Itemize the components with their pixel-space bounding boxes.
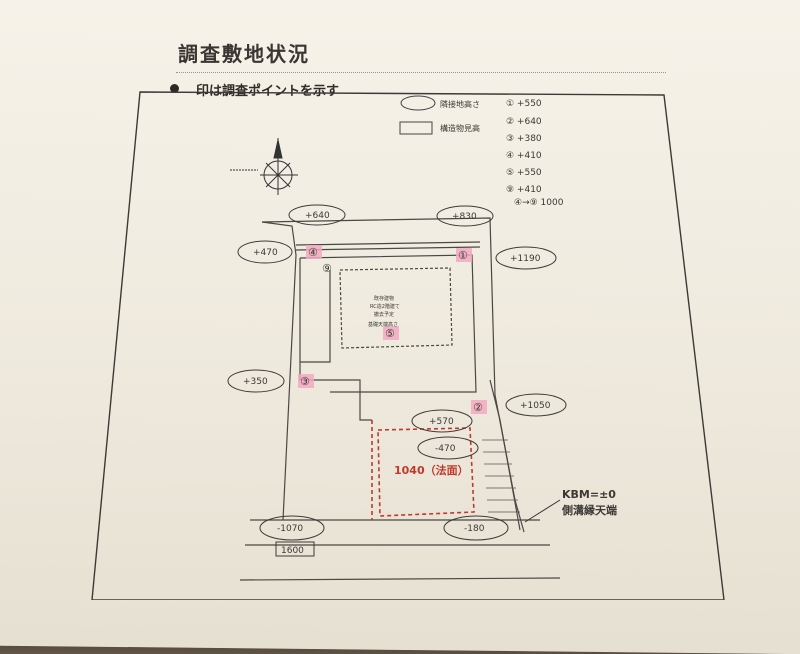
measurement-9: ⑨ +410 (506, 185, 542, 195)
bullet-icon (170, 84, 179, 93)
callout-top-right-ellipse (436, 205, 494, 227)
callout-right-lower-ellipse (505, 393, 567, 417)
kbm-leader-line (524, 499, 561, 523)
point-9-label: ⑨ (322, 262, 332, 275)
measurement-5: ⑤ +550 (506, 168, 542, 178)
legend-box-icon (399, 121, 433, 135)
survey-point-markers: ④ ① ⑨ ⑤ ③ ② (298, 245, 487, 414)
property-outline (239, 217, 561, 581)
callout-top-left-ellipse (288, 204, 346, 226)
measurement-range: ④→⑨ 1000 (514, 198, 564, 208)
site-plan: 隣接地高さ 構造物見高 ① +550 ② +640 ③ +380 ④ +410 … (91, 91, 725, 600)
elevation-right-upper: +1190 (510, 254, 541, 264)
point-3-label: ③ (300, 375, 310, 388)
callout-left-lower-ellipse (227, 369, 285, 393)
slope-label: 1040（法面） (394, 463, 469, 477)
point-1-highlight (456, 248, 472, 262)
kbm-sublabel: 側溝縁天端 (561, 503, 617, 517)
elevation-left-lower: +350 (243, 377, 268, 387)
callout-center-lower-ellipse (417, 436, 479, 460)
measurement-2: ② +640 (506, 117, 542, 127)
point-4-label: ④ (308, 246, 318, 259)
point-2-highlight (471, 400, 487, 414)
callout-bottom-box (275, 541, 315, 557)
elevation-callouts (227, 204, 567, 557)
measurement-1: ① +550 (506, 99, 542, 109)
point-1-label: ① (458, 249, 468, 262)
point-3-highlight (298, 374, 314, 388)
building-notes: 既存建物 RC造2階建て 撤去予定 基礎天端高さ (368, 295, 400, 328)
bullet-note: 印は調査ポイントを示す (196, 84, 340, 99)
page-title: 調査敷地状況 (178, 42, 310, 66)
elevation-right-lower: +1050 (520, 401, 551, 411)
measurement-list: ① +550 ② +640 ③ +380 ④ +410 ⑤ +550 ⑨ +41… (506, 99, 564, 208)
point-5-label: ⑤ (385, 327, 395, 340)
elevation-bottom-right: -180 (464, 524, 485, 534)
measurement-3: ③ +380 (506, 134, 542, 144)
legend-ellipse-icon (400, 95, 436, 111)
kbm-label: KBM=±0 (562, 488, 616, 501)
drawing-frame (91, 91, 725, 600)
elevation-center-lower: -470 (435, 444, 456, 454)
callout-right-upper-ellipse (495, 246, 557, 270)
elevation-left-upper: +470 (253, 248, 278, 258)
building-note-1: 既存建物 (374, 295, 394, 302)
callout-bottom-left-ellipse (259, 515, 325, 541)
point-2-label: ② (473, 401, 483, 414)
callout-bottom-right-ellipse (443, 515, 509, 541)
elevation-bottom-left: -1070 (277, 524, 303, 534)
point-4-highlight (306, 245, 322, 259)
elevation-bottom-box: 1600 (281, 546, 304, 556)
legend: 隣接地高さ 構造物見高 (399, 95, 480, 135)
legend-ellipse-label: 隣接地高さ (440, 99, 480, 109)
elevation-top-right: +830 (452, 212, 477, 222)
building-note-4: 基礎天端高さ (368, 321, 398, 328)
stairs (482, 439, 520, 513)
elevation-top-left: +640 (305, 211, 330, 221)
measurement-4: ④ +410 (506, 151, 542, 161)
title-divider (176, 72, 666, 73)
slope-area (371, 420, 475, 520)
point-5-highlight (383, 326, 399, 340)
legend-box-label: 構造物見高 (440, 123, 480, 133)
building-note-2: RC造2階建て (370, 303, 400, 310)
elevation-center: +570 (429, 417, 454, 427)
callout-center-ellipse (411, 409, 473, 433)
building-note-3: 撤去予定 (374, 311, 394, 318)
north-arrow-icon (230, 138, 298, 195)
callout-left-upper-ellipse (237, 240, 293, 264)
